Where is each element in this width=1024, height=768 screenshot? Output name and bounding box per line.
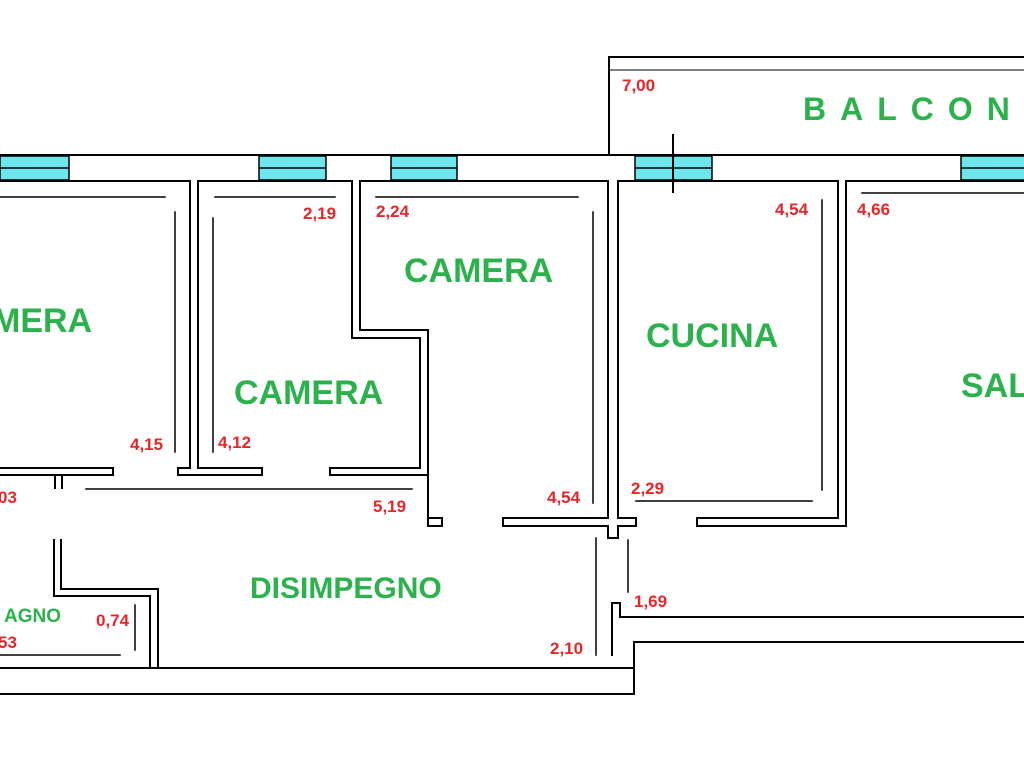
dimension-label: 2,10	[550, 639, 583, 658]
interior-walls	[0, 180, 1024, 695]
room-label-camera-middle: CAMERA	[234, 374, 383, 412]
room-label-bagno: AGNO	[4, 606, 61, 627]
room-label-camera-top: CAMERA	[404, 252, 553, 290]
dimension-label: 4,12	[218, 433, 251, 452]
balcony-label: BALCONE	[803, 91, 1024, 127]
dimension-label: 4,66	[857, 200, 890, 219]
room-label-salone: SAL	[961, 367, 1024, 405]
exterior-top-wall	[0, 154, 1024, 182]
windows	[0, 134, 1024, 193]
dimension-label: 2,24	[376, 202, 410, 221]
room-label-cucina: CUCINA	[646, 317, 778, 355]
dimension-label: 4,15	[130, 435, 163, 454]
dimension-label: 1,69	[634, 592, 667, 611]
dimension-label: 03	[0, 488, 17, 507]
dimension-label: 0,74	[96, 611, 130, 630]
dimension-labels: 7,00 2,19 2,24 4,54 4,66 4,15 4,12 03 5,…	[0, 76, 890, 658]
dimension-label: 7,00	[622, 76, 655, 95]
dimension-label: 5,19	[373, 497, 406, 516]
dimension-label: 2,19	[303, 204, 336, 223]
balcony-outline	[608, 56, 1024, 156]
dimension-label: 4,54	[775, 200, 809, 219]
room-labels: MERA CAMERA CAMERA CUCINA SAL DISIMPEGNO…	[0, 91, 1024, 627]
room-label-disimpegno: DISIMPEGNO	[250, 572, 442, 605]
dimension-label: 53	[0, 633, 17, 652]
dimension-label: 2,29	[631, 479, 664, 498]
room-label-camera-left: MERA	[0, 302, 92, 340]
dimension-label: 4,54	[547, 488, 581, 507]
